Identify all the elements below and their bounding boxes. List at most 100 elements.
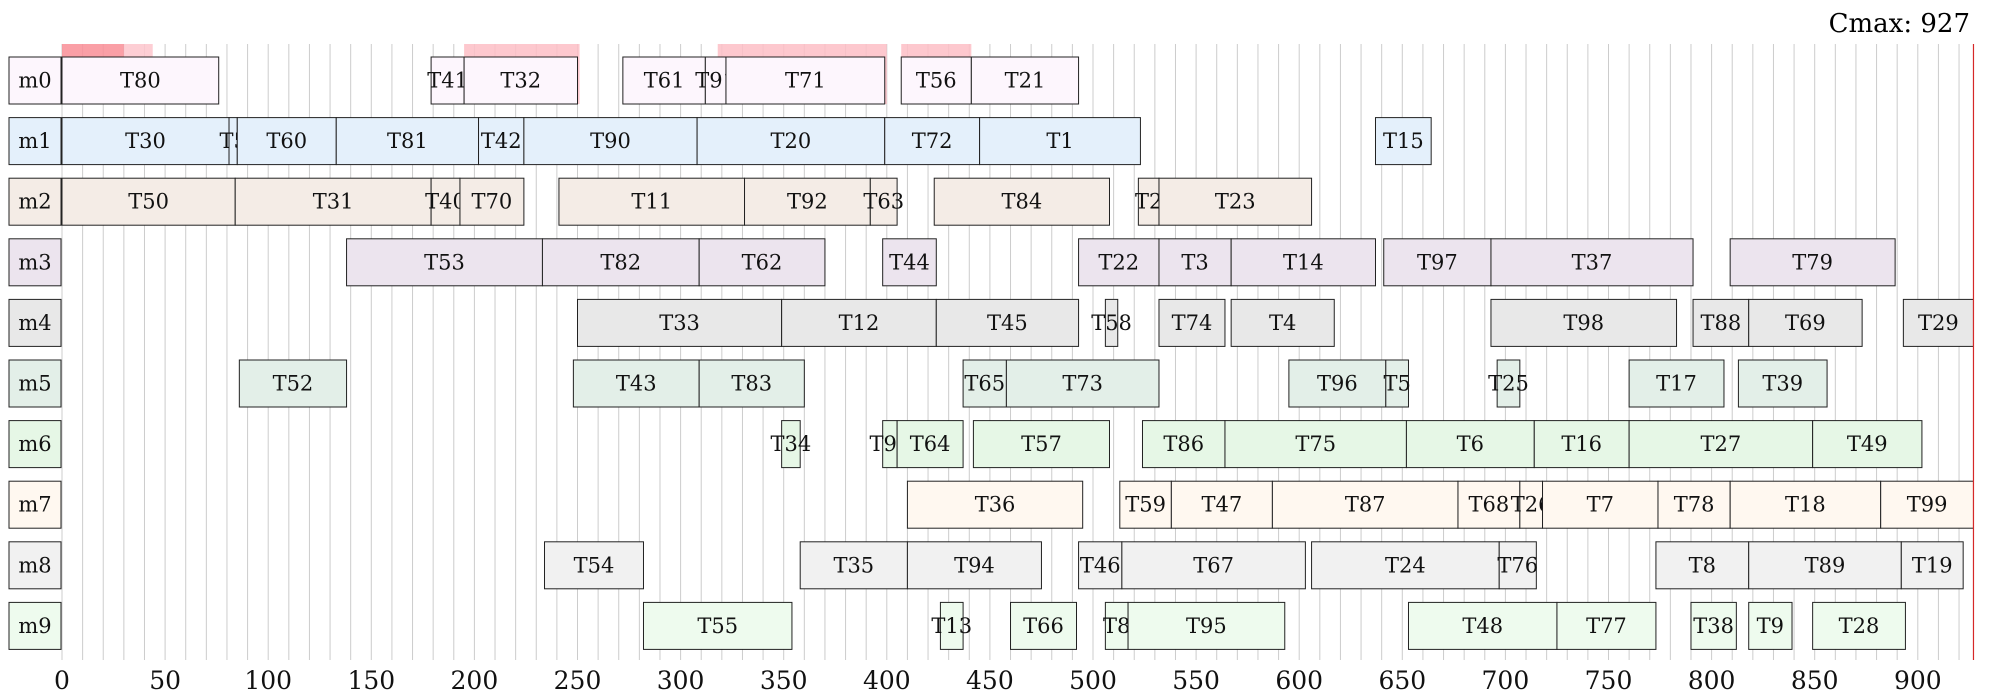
task-label: T39 [1762,372,1803,396]
task-bar: T28 [1812,601,1906,650]
machine-box [8,56,62,105]
task-label: T77 [1586,614,1627,638]
task-rect [869,177,898,226]
machine-label-m1: m1 [8,117,62,166]
task-rect [1119,480,1172,529]
task-label: T89 [1805,553,1846,577]
task-label: T42 [481,129,522,153]
task-label: T1 [1046,129,1073,153]
task-rect [906,480,1084,529]
machine-box [8,298,62,347]
task-label: T66 [1023,614,1064,638]
task-label: T47 [1202,493,1243,517]
task-label: T8 [1689,553,1716,577]
task-bar: T88 [1692,298,1750,347]
task-label: T67 [1193,553,1234,577]
task-bar: T46 [1078,541,1123,590]
task-label: T24 [1385,553,1426,577]
task-bar: T30 [61,117,230,166]
task-rect [459,177,525,226]
task-rect [781,298,937,347]
task-bar: T99 [1880,480,1974,529]
task-rect [972,420,1110,469]
task-rect [970,56,1080,105]
task-label: T88 [1701,311,1742,335]
task-label: T58 [1091,311,1132,335]
task-bar: T52 [238,359,348,408]
task-bar: T57 [972,420,1110,469]
task-bar: T23 [1158,177,1313,226]
task-label: T32 [500,69,541,93]
task-rect [541,238,700,287]
machine-name: m9 [18,614,51,638]
task-bar: T75 [1224,420,1407,469]
task-label: T95 [1186,614,1227,638]
task-bar: T29 [1902,298,1974,347]
task-label: T72 [912,129,953,153]
task-label: T36 [975,493,1016,517]
x-tick-label: 200 [451,666,499,695]
x-tick-label: 800 [1688,666,1736,695]
task-bar: T67 [1121,541,1306,590]
task-label: T34 [771,432,812,456]
task-label: T2 [1135,190,1162,214]
task-label: T76 [1497,553,1538,577]
task-bar: T54 [544,541,644,590]
task-label: T41 [427,69,468,93]
task-rect [544,541,644,590]
machine-label-m0: m0 [8,56,62,105]
task-bar: T39 [1737,359,1828,408]
task-rect [1628,420,1814,469]
task-rect [698,238,826,287]
task-bar: T76 [1497,541,1538,590]
task-rect [1655,541,1750,590]
task-label: T31 [313,190,354,214]
task-rect [335,117,480,166]
task-bar: T13 [931,601,972,650]
task-rect [1542,480,1659,529]
task-bar: T74 [1158,298,1226,347]
task-bar: T90 [523,117,698,166]
task-rect [1496,359,1521,408]
task-bar: T17 [1628,359,1725,408]
task-rect [238,359,348,408]
task-rect [1385,359,1409,408]
task-bar: T4 [1230,298,1335,347]
machine-box [8,420,62,469]
task-label: T20 [771,129,812,153]
task-bar: T42 [478,117,525,166]
machine-box [8,480,62,529]
task-rect [906,541,1042,590]
machine-name: m1 [18,129,51,153]
task-rect [1900,541,1964,590]
task-label: T11 [631,190,672,214]
task-rect [430,177,461,226]
task-bar: T27 [1628,420,1814,469]
task-bar: T86 [1141,420,1226,469]
task-rect [1628,359,1725,408]
task-bar: T53 [346,238,543,287]
task-rect [884,117,981,166]
task-label: T37 [1572,250,1613,274]
x-tick-label: 300 [657,666,705,695]
task-label: T25 [1488,372,1529,396]
task-label: T54 [574,553,615,577]
task-label: T97 [1417,250,1458,274]
task-bar: T5 [1383,359,1411,408]
task-bar: T96 [1288,359,1387,408]
task-rect [558,177,746,226]
task-bar: T33 [577,298,783,347]
task-bar: T11 [558,177,746,226]
task-rect [1158,238,1232,287]
task-rect [1533,420,1630,469]
task-label: T33 [659,311,700,335]
task-bar: T64 [896,420,964,469]
task-bar: T15 [1374,117,1432,166]
task-rect [979,117,1141,166]
machine-name: m7 [18,493,51,517]
task-bar: T38 [1690,601,1737,650]
task-label: T92 [787,190,828,214]
task-label: T57 [1021,432,1062,456]
task-bar: T82 [541,238,700,287]
